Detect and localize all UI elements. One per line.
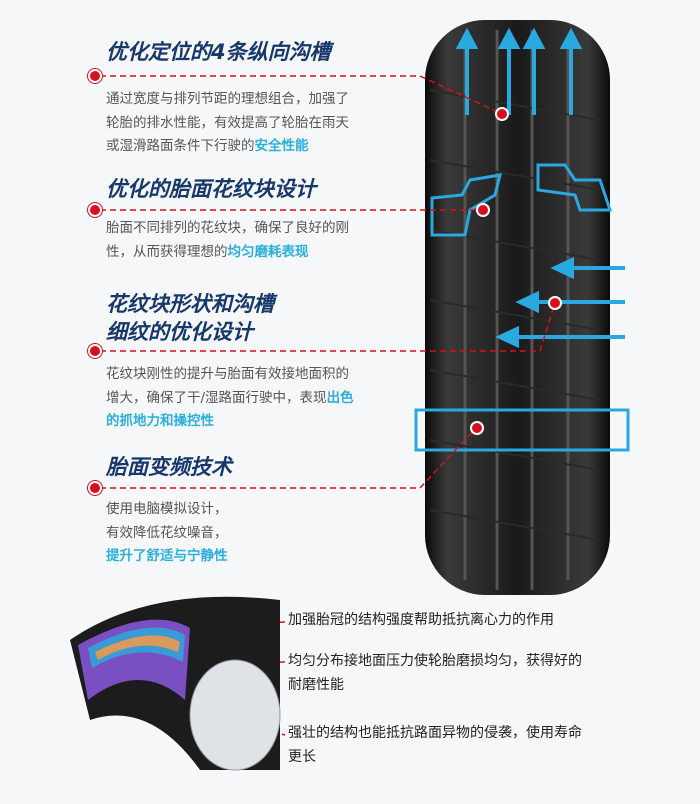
arrows-up-icon bbox=[455, 27, 583, 115]
tire-tread-image bbox=[425, 20, 610, 595]
structure-label: 强壮的结构也能抵抗路面异物的侵袭，使用寿命更长 bbox=[288, 725, 582, 765]
noise-zone-box bbox=[414, 408, 630, 452]
feature-title: 优化定位的4条纵向沟槽 bbox=[106, 40, 331, 64]
feature-title: 胎面变频技术 bbox=[106, 455, 232, 479]
structure-label: 加强胎冠的结构强度帮助抵抗离心力的作用 bbox=[288, 612, 554, 628]
tire-cross-section-image bbox=[70, 596, 281, 771]
tire-markers bbox=[470, 107, 562, 435]
feature-description: 花纹块刚性的提升与胎面有效接地面积的 增大，确保了干/湿路面行驶中，表现出色 的… bbox=[106, 366, 354, 429]
feature-marker bbox=[90, 205, 100, 215]
feature-title: 优化的胎面花纹块设计 bbox=[106, 177, 316, 201]
feature-description: 胎面不同排列的花纹块，确保了良好的刚 性，从而获得理想的均匀磨耗表现 bbox=[106, 220, 349, 260]
feature-description: 通过宽度与排列节距的理想组合，加强了轮胎的排水性能，有效提高了轮胎在雨天 或湿滑… bbox=[106, 91, 349, 154]
feature-marker bbox=[90, 346, 100, 356]
feature-description: 使用电脑模拟设计，有效降低花纹噪音， 提升了舒适与宁静性 bbox=[106, 501, 228, 564]
structure-label: 均匀分布接地面压力使轮胎磨损均匀，获得好的耐磨性能 bbox=[288, 653, 582, 693]
tread-block-outline-icon bbox=[430, 163, 613, 237]
feature-title: 花纹块形状和沟槽细纹的优化设计 bbox=[106, 292, 274, 344]
arrows-left-icon bbox=[495, 256, 625, 349]
feature-marker bbox=[90, 71, 100, 81]
feature-marker bbox=[90, 483, 100, 493]
